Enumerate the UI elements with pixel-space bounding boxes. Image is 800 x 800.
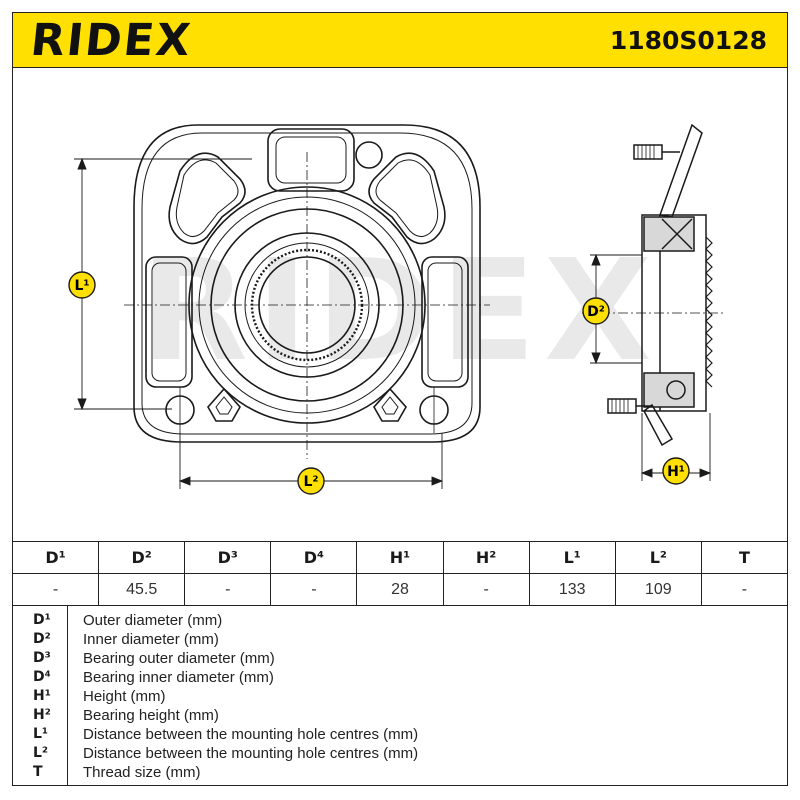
- spec-header-row: D¹ D² D³ D⁴ H¹ H² L¹ L² T: [11, 541, 789, 574]
- label-l2: L²: [303, 474, 318, 490]
- legend-description: Outer diameter (mm): [83, 612, 223, 629]
- legend-symbol: D⁴: [33, 669, 51, 685]
- legend-symbol: L²: [33, 745, 49, 761]
- label-l1: L¹: [74, 278, 89, 294]
- spec-value-cell: 109: [614, 573, 702, 606]
- legend-row: H¹ Height (mm): [13, 688, 789, 707]
- spec-value-cell: 133: [528, 573, 616, 606]
- spec-value-cell: -: [442, 573, 530, 606]
- spec-value-cell: -: [184, 573, 272, 606]
- watermark: RIDEX: [140, 230, 660, 393]
- legend-description: Distance between the mounting hole centr…: [83, 726, 419, 743]
- legend-symbol: H¹: [33, 688, 51, 704]
- spec-value-row: - 45.5 - - 28 - 133 109 -: [11, 573, 789, 606]
- legend-description: Inner diameter (mm): [83, 631, 219, 648]
- label-h1-badge: H¹: [662, 457, 690, 485]
- spec-value-cell: -: [270, 573, 358, 606]
- spec-value-cell: 28: [356, 573, 444, 606]
- legend-row: L² Distance between the mounting hole ce…: [13, 745, 789, 764]
- legend-row: L¹ Distance between the mounting hole ce…: [13, 726, 789, 745]
- legend-description: Bearing height (mm): [83, 707, 219, 724]
- legend-row: D² Inner diameter (mm): [13, 631, 789, 650]
- legend-symbol: L¹: [33, 726, 49, 742]
- legend-symbol: H²: [33, 707, 51, 723]
- legend-symbol: D¹: [33, 612, 51, 628]
- spec-value-cell: -: [11, 573, 100, 606]
- legend-symbol: D²: [33, 631, 51, 647]
- drawing-frame: [12, 67, 788, 541]
- legend-row: T Thread size (mm): [13, 764, 789, 783]
- spec-header-cell: D³: [184, 541, 272, 574]
- spec-header-cell: T: [700, 541, 789, 574]
- legend-description: Height (mm): [83, 688, 166, 705]
- spec-header-cell: D¹: [11, 541, 100, 574]
- spec-header-cell: L¹: [528, 541, 616, 574]
- legend-box: D¹ Outer diameter (mm) D² Inner diameter…: [12, 606, 788, 786]
- legend-symbol: T: [33, 764, 43, 780]
- part-number: 1180S0128: [609, 26, 767, 55]
- header-bar: RIDEX 1180S0128: [12, 12, 788, 68]
- legend-row: H² Bearing height (mm): [13, 707, 789, 726]
- dimension-h1: [640, 413, 712, 481]
- spec-header-cell: D²: [98, 541, 186, 574]
- brand-logo: RIDEX: [28, 15, 195, 66]
- label-h1: H¹: [667, 464, 685, 480]
- side-view: [582, 123, 724, 447]
- spec-header-cell: L²: [614, 541, 702, 574]
- spec-header-cell: H¹: [356, 541, 444, 574]
- legend-description: Thread size (mm): [83, 764, 201, 781]
- legend-symbol: D³: [33, 650, 51, 666]
- spec-header-cell: D⁴: [270, 541, 358, 574]
- label-d2-badge: D²: [582, 297, 610, 325]
- legend-description: Distance between the mounting hole centr…: [83, 745, 419, 762]
- front-view: [124, 124, 490, 459]
- label-l1-badge: L¹: [68, 271, 96, 299]
- technical-drawing: RIDEX: [68, 123, 724, 495]
- legend-description: Bearing inner diameter (mm): [83, 669, 274, 686]
- spec-table: D¹ D² D³ D⁴ H¹ H² L¹ L² T - 45.5 - - 28 …: [11, 541, 789, 606]
- legend-row: D¹ Outer diameter (mm): [13, 612, 789, 631]
- legend-row: D³ Bearing outer diameter (mm): [13, 650, 789, 669]
- label-l2-badge: L²: [297, 467, 325, 495]
- legend-divider: [67, 606, 68, 785]
- legend-row: D⁴ Bearing inner diameter (mm): [13, 669, 789, 688]
- spec-value-cell: -: [700, 573, 789, 606]
- spec-value-cell: 45.5: [98, 573, 186, 606]
- label-d2: D²: [587, 304, 605, 320]
- legend-description: Bearing outer diameter (mm): [83, 650, 275, 667]
- spec-header-cell: H²: [442, 541, 530, 574]
